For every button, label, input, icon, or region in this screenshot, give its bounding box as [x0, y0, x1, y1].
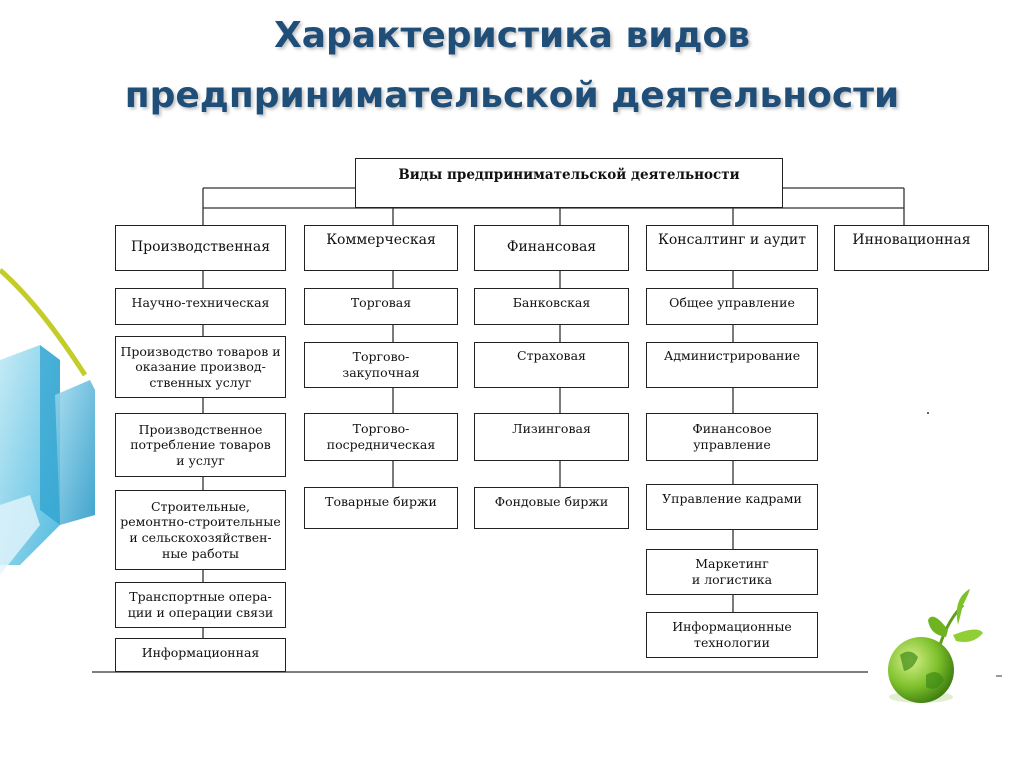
decorative-bars-graphic — [0, 268, 95, 575]
commercial-item-trade: Торговая — [304, 288, 458, 325]
commercial-item-trade-purchasing: Торгово- закупочная — [304, 342, 458, 388]
slide-title-line-1: Характеристика видов — [273, 15, 751, 56]
production-item-construction: Строительные, ремонтно-строительные и се… — [115, 490, 286, 570]
production-item-scientific-technical: Научно-техническая — [115, 288, 286, 325]
consulting-item-general-management: Общее управление — [646, 288, 818, 325]
financial-item-leasing: Лизинговая — [474, 413, 629, 461]
column-header-commercial: Коммерческая — [304, 225, 458, 271]
financial-item-banking: Банковская — [474, 288, 629, 325]
consulting-item-hr-management: Управление кадрами — [646, 484, 818, 530]
consulting-item-marketing-logistics: Маркетинг и логистика — [646, 549, 818, 595]
diagram-root-node: Виды предпринимательской деятельности — [355, 158, 783, 208]
consulting-item-information-technology: Информационные технологии — [646, 612, 818, 658]
consulting-item-administration: Администрирование — [646, 342, 818, 388]
slide-title-line-2: предпринимательской деятельности — [124, 75, 900, 116]
production-item-consumption: Производственное потребление товаров и у… — [115, 413, 286, 477]
production-item-goods-services: Производство товаров и оказание производ… — [115, 336, 286, 398]
production-item-informational: Информационная — [115, 638, 286, 672]
production-item-transport-communication: Транспортные опера- ции и операции связи — [115, 582, 286, 628]
financial-item-stock-exchanges: Фондовые биржи — [474, 487, 629, 529]
commercial-item-trade-intermediary: Торгово- посредническая — [304, 413, 458, 461]
financial-item-insurance: Страховая — [474, 342, 629, 388]
column-header-production: Производственная — [115, 225, 286, 271]
column-header-innovation: Инновационная — [834, 225, 989, 271]
commercial-item-commodity-exchanges: Товарные биржи — [304, 487, 458, 529]
consulting-item-financial-management: Финансовое управление — [646, 413, 818, 461]
globe-with-leaves-graphic — [888, 589, 983, 703]
column-header-consulting-audit: Консалтинг и аудит — [646, 225, 818, 271]
column-header-financial: Финансовая — [474, 225, 629, 271]
